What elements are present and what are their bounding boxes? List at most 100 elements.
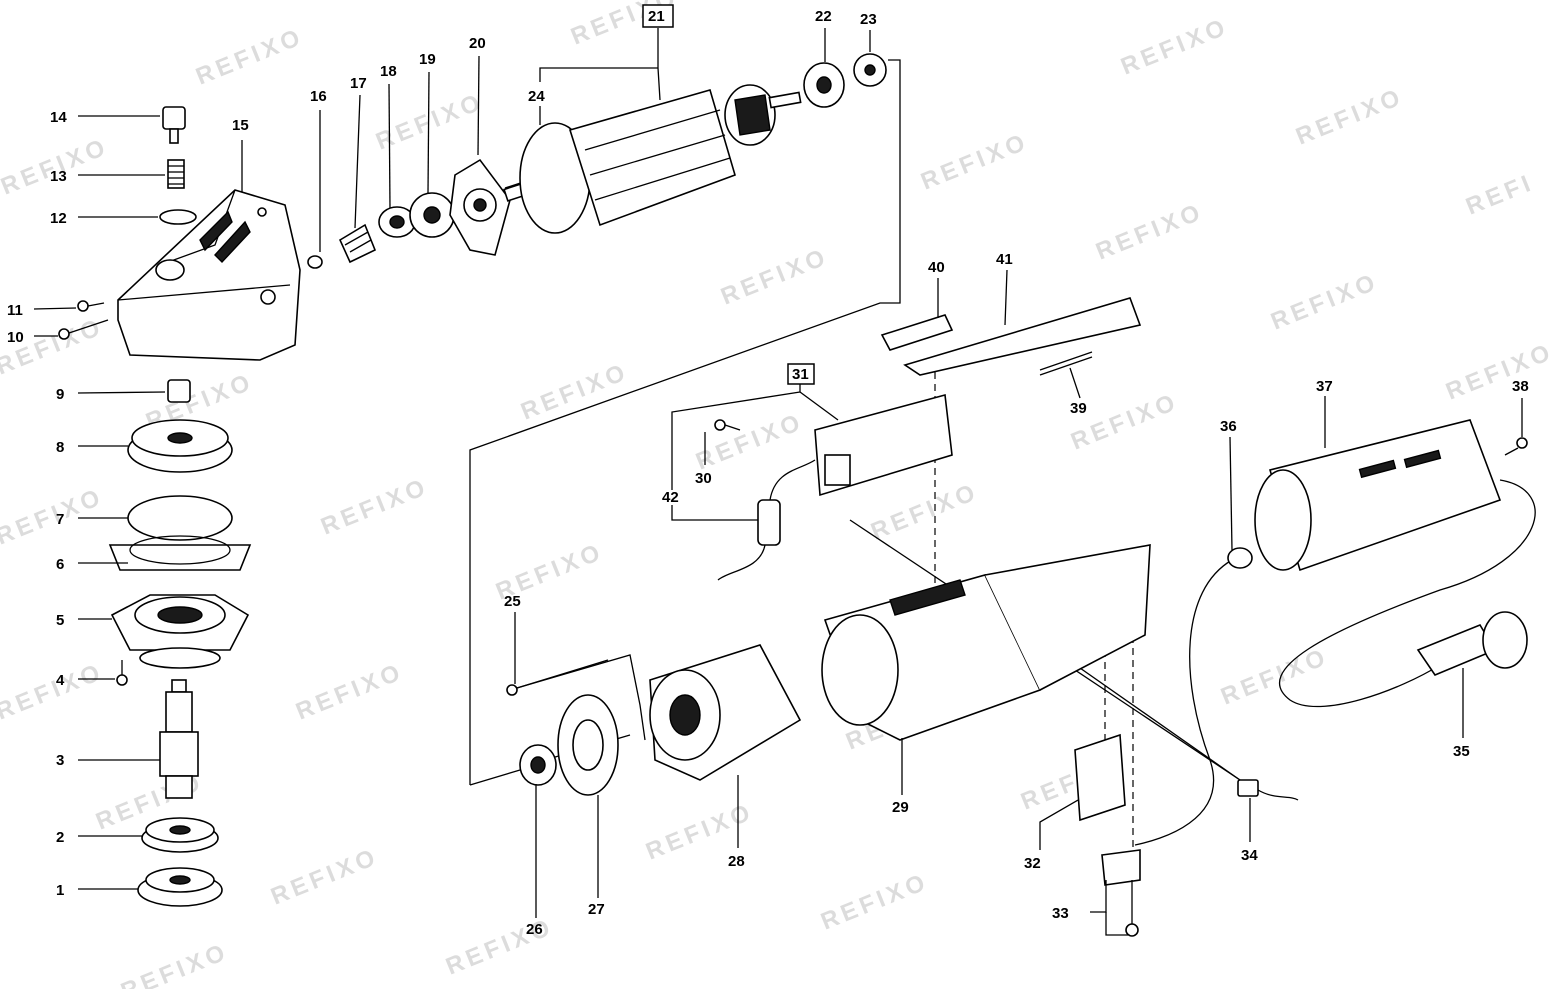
part-screw-icon [714, 419, 741, 431]
watermark: REFIXO [717, 243, 832, 310]
callout-7: 7 [56, 511, 64, 528]
callout-3: 3 [56, 752, 64, 769]
watermark: REFI [1462, 169, 1538, 221]
part-spring-icon [167, 159, 185, 189]
part-long-screw-icon [506, 659, 609, 696]
part-cable-clamp-icon [1101, 849, 1141, 937]
callout-18: 18 [380, 63, 397, 80]
watermark: REFIXO [0, 483, 107, 550]
watermark: REFIXO [0, 313, 107, 380]
watermark: REFIXO [1442, 338, 1557, 405]
part-brush-holder-icon [1074, 733, 1126, 822]
callout-41: 41 [996, 251, 1013, 268]
watermark: REFIXO [867, 478, 982, 545]
watermark: REFIXO [517, 358, 632, 425]
callout-23: 23 [860, 11, 877, 28]
part-nut-icon [307, 255, 323, 269]
watermark: REFIXO [917, 128, 1032, 195]
callout-5: 5 [56, 612, 64, 629]
watermark: REFIXO [117, 938, 232, 989]
motor-parts [506, 544, 1151, 796]
part-power-cable-icon [1134, 479, 1536, 846]
part-cover-tube-icon [1254, 419, 1502, 572]
callout-28: 28 [728, 853, 745, 870]
callout-10: 10 [7, 329, 24, 346]
callout-13: 13 [50, 168, 67, 185]
callout-22: 22 [815, 8, 832, 25]
callout-39: 39 [1070, 400, 1087, 417]
watermark: REFIXO [817, 868, 932, 935]
callout-27: 27 [588, 901, 605, 918]
callout-37: 37 [1316, 378, 1333, 395]
part-motor-housing-icon [821, 544, 1151, 741]
callout-4: 4 [56, 672, 65, 689]
watermark: REFIXO [0, 658, 107, 725]
watermark: REFIXO [1117, 13, 1232, 80]
watermark: REFIXO [192, 23, 307, 90]
part-clamp-nut-icon [137, 867, 223, 907]
callout-15: 15 [232, 117, 249, 134]
part-flange-plate-icon [108, 535, 252, 571]
callout-21-box: 21 [642, 4, 674, 28]
watermark: REFIXO [267, 843, 382, 910]
callout-24: 24 [528, 88, 545, 105]
part-screw-icon [1504, 437, 1528, 456]
part-washer-icon [557, 694, 619, 796]
part-sleeve-icon [167, 379, 191, 403]
callout-21: 21 [648, 8, 665, 25]
part-bearing-icon [803, 62, 845, 108]
part-switch-module-icon [814, 393, 953, 497]
callout-40: 40 [928, 259, 945, 276]
cable-parts [1074, 419, 1536, 937]
watermark: REFIXO [1292, 83, 1407, 150]
part-seal-ring-icon [519, 744, 557, 786]
part-long-screw-icon [58, 319, 109, 340]
callout-30: 30 [695, 470, 712, 487]
callout-9: 9 [56, 386, 64, 403]
screw-axis [509, 654, 646, 741]
part-bushing-icon [853, 53, 887, 87]
callout-12: 12 [50, 210, 67, 227]
part-plug-icon [1416, 611, 1528, 676]
watermark: REFIXO [692, 408, 807, 475]
watermark: REFIXO [1067, 388, 1182, 455]
part-inner-flange-icon [141, 817, 219, 853]
callout-25: 25 [504, 593, 521, 610]
callout-labels: 1 2 3 4 5 6 7 8 9 10 11 12 13 14 15 16 1… [7, 4, 1529, 938]
frame-line [469, 59, 901, 785]
part-small-screw-icon [116, 660, 128, 686]
frame-line [469, 769, 521, 786]
watermark: REFIXO [292, 658, 407, 725]
part-bearing-plate-icon [449, 158, 511, 256]
callout-34: 34 [1241, 847, 1258, 864]
part-gear-housing-icon [117, 189, 301, 361]
part-carbon-brush-icon [1237, 779, 1299, 801]
watermark: REFIXO [1092, 198, 1207, 265]
callout-42: 42 [662, 489, 679, 506]
callout-6: 6 [56, 556, 64, 573]
part-o-ring-icon [159, 209, 197, 225]
callout-31-box: 31 [787, 363, 815, 385]
part-armature-icon [503, 84, 802, 234]
watermark: REFIXO [1217, 643, 1332, 710]
callout-17: 17 [350, 75, 367, 92]
callout-16: 16 [310, 88, 327, 105]
callout-32: 32 [1024, 855, 1041, 872]
callout-2: 2 [56, 829, 64, 846]
callout-11: 11 [7, 302, 23, 319]
callout-29: 29 [892, 799, 909, 816]
part-cap-screw-icon [162, 106, 186, 144]
callout-8: 8 [56, 439, 64, 456]
part-switch-button-icon [880, 314, 954, 351]
part-suppressor-icon [717, 459, 816, 581]
switch-parts [714, 297, 1142, 581]
callout-26: 26 [526, 921, 543, 938]
watermark: REFIXO [0, 133, 112, 200]
callout-36: 36 [1220, 418, 1237, 435]
armature-parts [307, 53, 887, 269]
watermark: REFIXO [1267, 268, 1382, 335]
part-bevel-gear-icon [127, 419, 233, 473]
part-stator-icon [649, 644, 802, 781]
gear-head-parts [58, 106, 301, 907]
